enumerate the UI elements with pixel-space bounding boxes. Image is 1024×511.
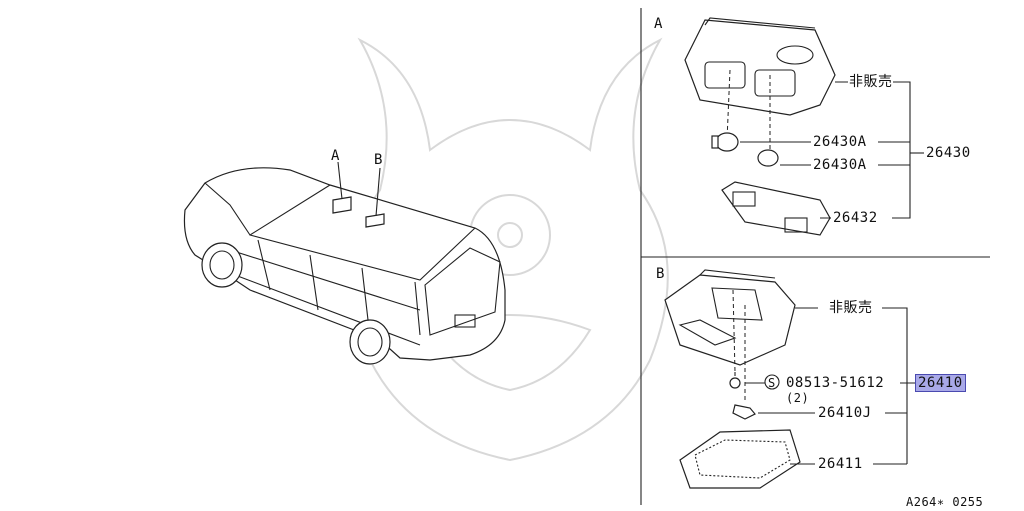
section-a-parts — [684, 17, 924, 236]
section-a-bulb-part-1[interactable]: 26430A — [813, 134, 867, 150]
section-b-not-sold-label: 非販売 — [829, 300, 873, 316]
section-b-bulb-part[interactable]: 26410J — [818, 405, 872, 421]
section-b-screw-quantity: (2) — [786, 391, 810, 405]
section-a-assembly-part[interactable]: 26430 — [926, 145, 971, 161]
vehicle-drawing — [183, 161, 506, 365]
section-a-letter: A — [654, 16, 663, 32]
vehicle-callout-a: A — [331, 148, 340, 164]
diagram-code: A264∗ 0255 — [906, 495, 984, 509]
section-a-bulb-part-2[interactable]: 26430A — [813, 157, 867, 173]
section-b-parts — [664, 269, 916, 489]
section-a-lens-part[interactable]: 26432 — [833, 210, 878, 226]
section-b-letter: B — [656, 266, 665, 282]
section-b-lens-part[interactable]: 26411 — [818, 456, 863, 472]
section-b-screw-part[interactable]: 08513-51612 — [786, 375, 885, 391]
vehicle-callout-b: B — [374, 152, 383, 168]
screw-symbol: S — [768, 376, 776, 390]
section-a-not-sold-label: 非販売 — [849, 74, 893, 90]
section-b-assembly-part-highlighted[interactable]: 26410 — [915, 374, 966, 392]
